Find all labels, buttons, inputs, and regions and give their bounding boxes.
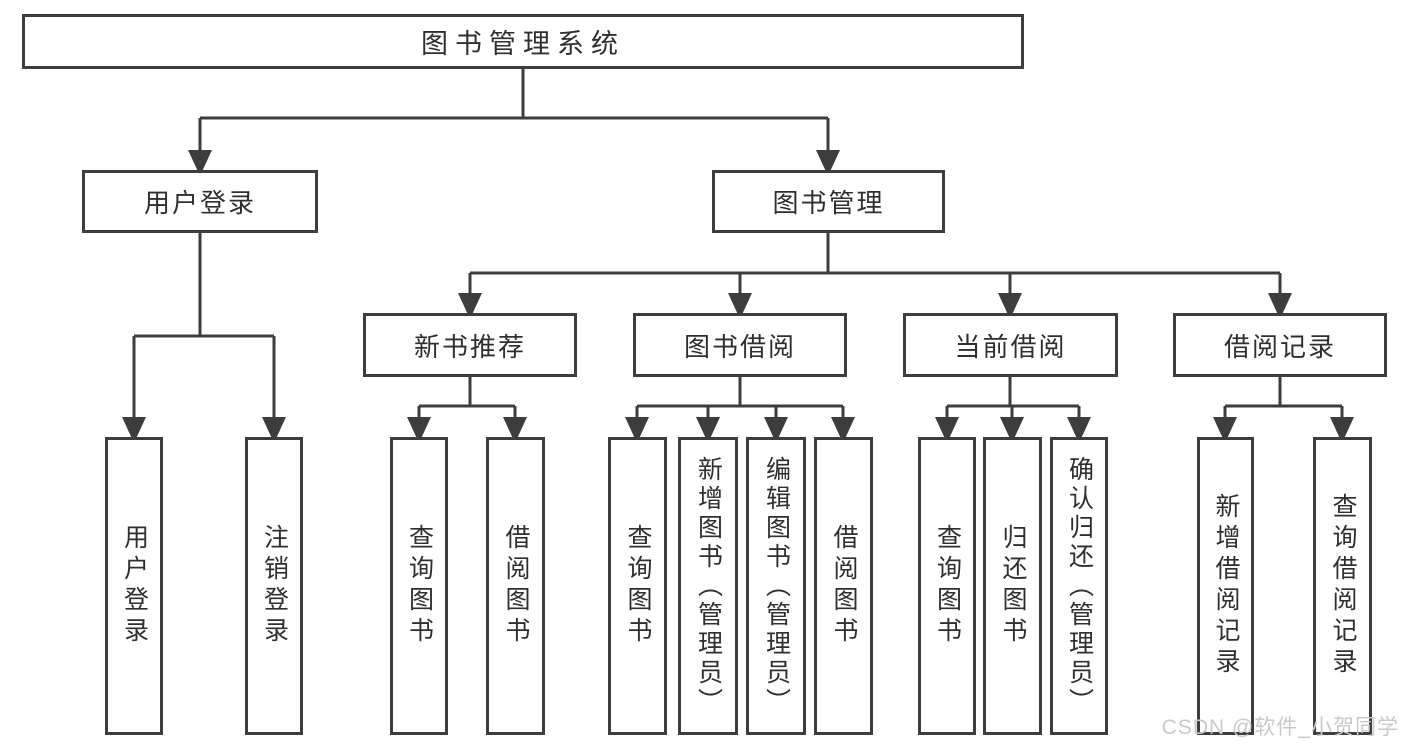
node-root-system: 图书管理系统: [22, 14, 1024, 69]
leaf-logout: 注销登录: [245, 437, 303, 735]
node-borrowing-records: 借阅记录: [1173, 313, 1387, 377]
leaf-confirm-return-admin: 确认归还（管理员）: [1050, 437, 1108, 735]
leaf-borrow-books-recommend: 借阅图书: [486, 437, 545, 735]
leaf-query-books-recommend: 查询图书: [390, 437, 448, 735]
watermark: CSDN @软件_小贺同学: [1161, 716, 1399, 739]
leaf-query-books-current: 查询图书: [918, 437, 976, 735]
leaf-edit-books-admin: 编辑图书（管理员）: [746, 437, 806, 735]
leaf-query-books-borrowing: 查询图书: [608, 437, 667, 735]
node-new-book-recommend: 新书推荐: [363, 313, 577, 377]
leaf-add-books-admin: 新增图书（管理员）: [678, 437, 738, 735]
node-book-borrowing: 图书借阅: [633, 313, 847, 377]
leaf-user-login: 用户登录: [105, 437, 163, 735]
node-book-management: 图书管理: [712, 170, 945, 233]
leaf-return-books: 归还图书: [983, 437, 1042, 735]
leaf-query-borrow-record: 查询借阅记录: [1313, 437, 1372, 735]
leaf-borrow-books: 借阅图书: [814, 437, 873, 735]
leaf-add-borrow-record: 新增借阅记录: [1197, 437, 1254, 735]
node-user-login: 用户登录: [82, 170, 318, 233]
node-current-borrowing: 当前借阅: [903, 313, 1118, 377]
